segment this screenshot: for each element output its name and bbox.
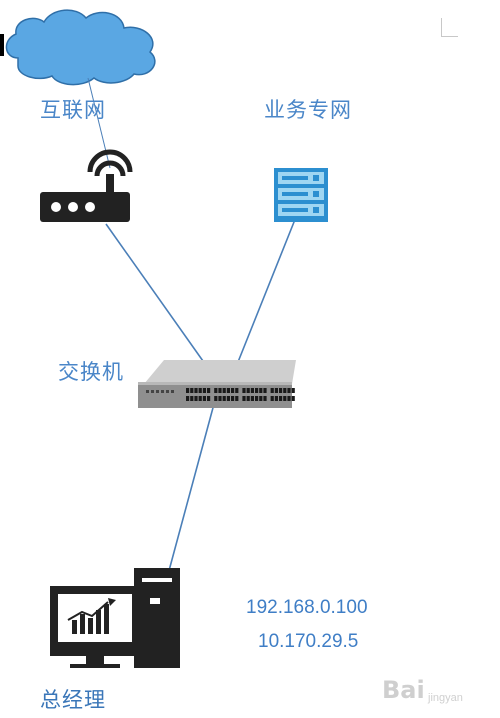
edge-fragment (0, 34, 4, 56)
cloud-icon (5, 9, 156, 86)
label-private-network: 业务专网 (264, 98, 352, 122)
link-router-switch (105, 223, 216, 379)
corner-mark (441, 18, 458, 37)
router-icon (40, 149, 133, 222)
watermark-brand: Bai (382, 676, 425, 704)
computer-icon (50, 568, 180, 668)
server-icon (274, 168, 328, 222)
label-internet: 互联网 (40, 98, 106, 122)
link-server-switch (229, 211, 299, 383)
ip-address-2: 10.170.29.5 (258, 631, 359, 652)
label-manager: 总经理 (40, 688, 106, 712)
label-switch: 交换机 (58, 360, 124, 384)
ip-address-1: 192.168.0.100 (246, 597, 368, 618)
switch-icon (138, 360, 296, 408)
watermark: Bai jingyan (352, 666, 500, 718)
watermark-sub: jingyan (428, 692, 463, 704)
